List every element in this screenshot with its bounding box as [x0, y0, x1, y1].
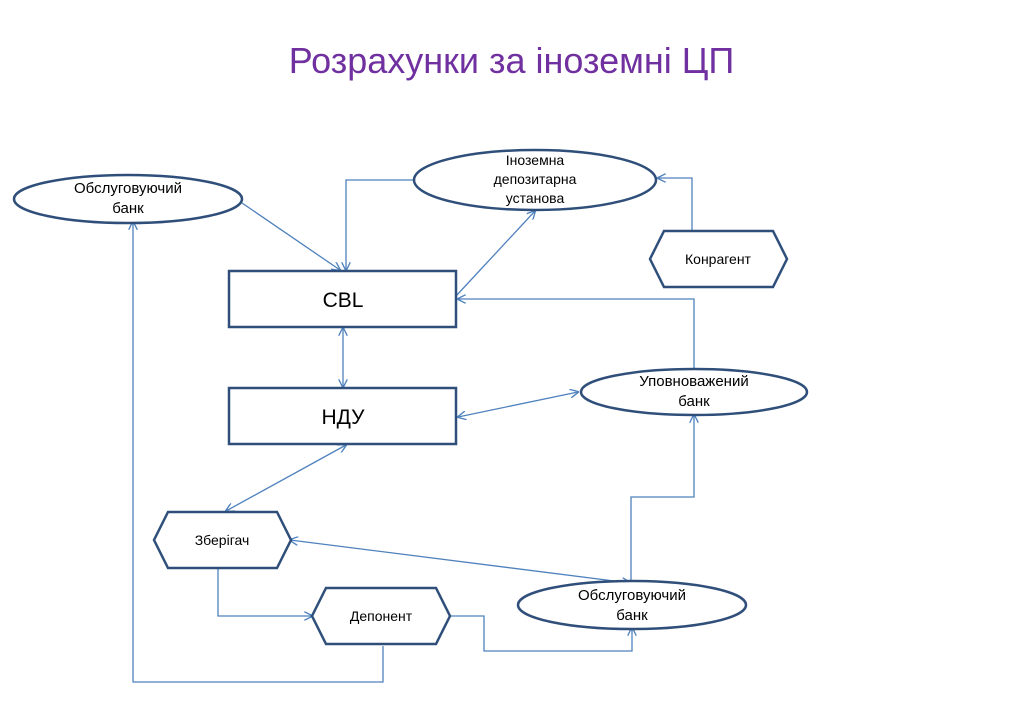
connector-depositor-to-top-servicing-bank [133, 222, 384, 683]
node-label: CBL [323, 289, 364, 312]
node-label: Зберігач [195, 532, 250, 548]
node-label: Обслуговуючий [74, 180, 182, 197]
node-label: НДУ [322, 406, 366, 429]
node-shape [412, 148, 658, 212]
node-shape [310, 586, 452, 646]
connector-counteragent-to-depository [658, 178, 722, 233]
connector-cbl-to-depository [455, 211, 535, 297]
connector-ndu-custodian [226, 445, 346, 511]
node-shape [579, 367, 809, 417]
connector-servicing-bank-to-cbl [241, 202, 340, 270]
node-label: Уповноважений [639, 373, 748, 390]
page-title: Розрахунки за іноземні ЦП [288, 40, 735, 81]
node-custodian: Зберігач [152, 510, 293, 570]
node-counteragent: Конрагент [648, 229, 789, 289]
node-shape [12, 173, 244, 225]
node-label: Обслуговуючий [578, 587, 686, 604]
connector-authorized-bank-to-cbl [458, 299, 695, 368]
node-ndu: НДУ [227, 386, 458, 446]
connector-custodian-servicing-bank [290, 540, 630, 583]
node-authorized-bank: Уповноважений банк [579, 367, 809, 417]
connector-custodian-to-depositor [217, 569, 312, 616]
node-shape [648, 229, 789, 289]
connector-depository-to-cbl [346, 179, 414, 270]
node-cbl: CBL [227, 269, 458, 329]
node-shape [152, 510, 293, 570]
node-label: Депонент [350, 608, 413, 624]
node-label: банк [112, 200, 144, 217]
node-shape [516, 579, 748, 631]
node-label: банк [616, 607, 648, 624]
node-servicing-bank-top: Обслуговуючий банк [12, 173, 244, 225]
node-label: установа [506, 190, 565, 206]
node-label: депозитарна [494, 171, 577, 187]
connector-servicing-bank-to-authorized-bank [630, 415, 694, 586]
node-shape [227, 386, 458, 446]
node-shape [227, 269, 458, 329]
node-label: Іноземна [506, 152, 565, 168]
connector-depositor-to-servicing-bank [450, 615, 632, 652]
connector-ndu-authorized-bank [458, 392, 578, 417]
connectors [133, 178, 722, 683]
node-servicing-bank-bottom: Обслуговуючий банк [516, 579, 748, 631]
node-foreign-depository: Іноземна депозитарна установа [412, 148, 658, 212]
node-label: Конрагент [685, 251, 752, 267]
node-label: банк [678, 393, 710, 410]
node-depositor: Депонент [310, 586, 452, 646]
